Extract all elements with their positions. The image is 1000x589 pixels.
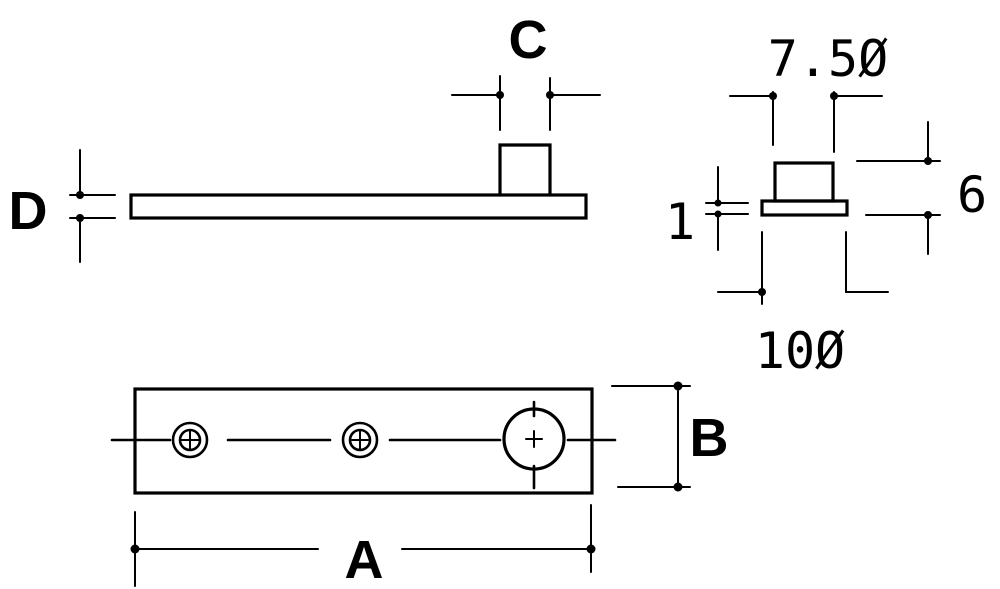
dim-1-dimension — [705, 166, 749, 251]
top-view-centerline — [110, 400, 617, 490]
side-view-pin — [498, 143, 552, 197]
dim-10-label: 10Ø — [755, 322, 845, 380]
side-view: C D — [9, 10, 601, 263]
side-view-plate — [129, 193, 588, 220]
pin-detail-base — [760, 199, 849, 217]
pin-circle — [502, 407, 566, 471]
dim-1-label: 1 — [665, 193, 695, 251]
b-label: B — [690, 408, 729, 468]
a-dimension — [130, 504, 596, 587]
screw-hole-1 — [171, 421, 209, 459]
dim-7-5-dimension — [729, 91, 883, 153]
pin-detail-head — [773, 161, 835, 203]
dim-6-label: 6 — [957, 166, 987, 224]
d-label: D — [9, 181, 48, 241]
a-label: A — [345, 530, 384, 589]
c-label: C — [509, 10, 548, 70]
screw-hole-2 — [341, 421, 379, 459]
pin-detail: 7.5Ø 6 1 10Ø — [665, 30, 987, 380]
dim-6-dimension — [856, 121, 941, 255]
c-dimension — [451, 75, 601, 131]
b-dimension — [611, 381, 691, 492]
dim-10-dimension — [717, 231, 889, 305]
dim-7-5-label: 7.5Ø — [768, 30, 888, 88]
top-view: B A — [110, 381, 729, 589]
d-dimension — [69, 149, 116, 263]
